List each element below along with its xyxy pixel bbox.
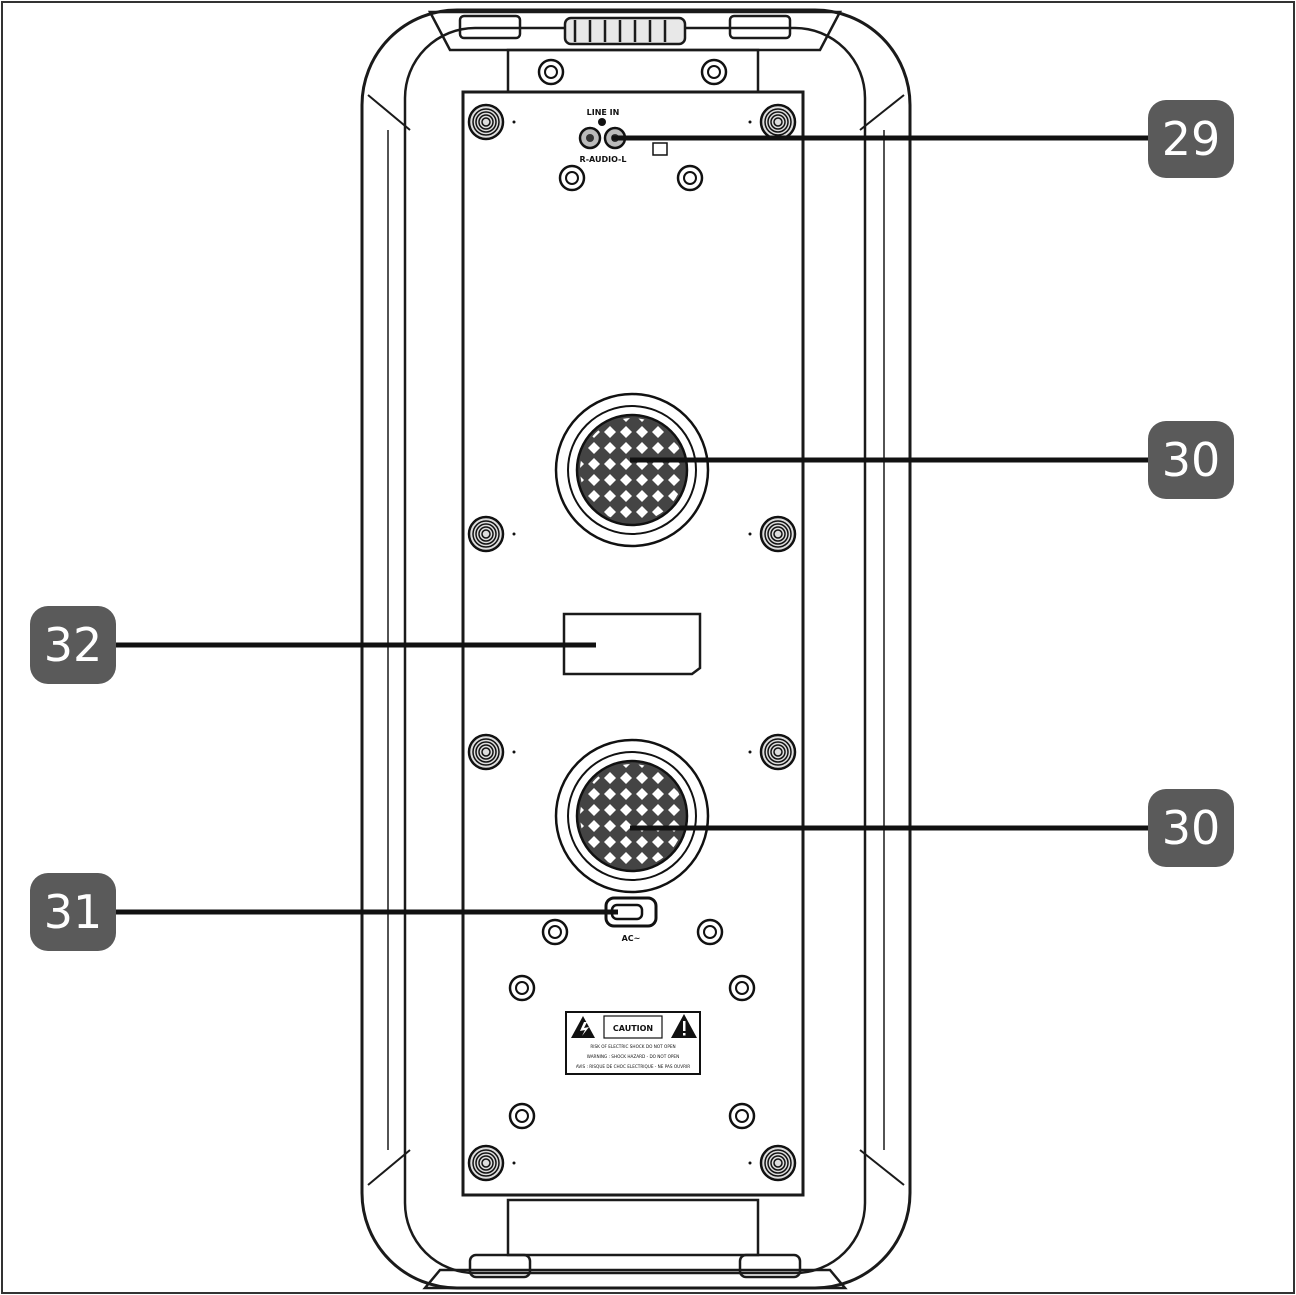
ac-inlet: AC~ xyxy=(604,896,658,943)
small-screw xyxy=(541,918,569,946)
housing-corner-tl xyxy=(367,94,411,131)
caution-word: CAUTION xyxy=(613,1024,653,1033)
line-in-jacks: LINE IN R-AUDIO-L xyxy=(578,108,668,164)
screw-hole xyxy=(748,103,797,141)
small-screw xyxy=(508,974,536,1002)
warning-line-2: WARNING : SHOCK HAZARD - DO NOT OPEN xyxy=(587,1054,679,1059)
callout-32-label: 32 xyxy=(44,618,103,672)
small-screw xyxy=(728,1102,756,1130)
screw-hole xyxy=(748,1144,797,1182)
small-screw xyxy=(696,918,724,946)
small-screw xyxy=(537,58,565,86)
line-in-indicator xyxy=(598,118,606,126)
small-switch xyxy=(652,142,668,156)
screw-hole xyxy=(748,515,797,553)
warning-line-1: RISK OF ELECTRIC SHOCK DO NOT OPEN xyxy=(590,1044,675,1049)
screw-hole xyxy=(467,1144,516,1182)
bass-ports xyxy=(554,392,710,894)
small-screw xyxy=(728,974,756,1002)
screw-hole xyxy=(467,515,516,553)
bass-port xyxy=(554,738,710,894)
top-handle xyxy=(427,10,843,94)
screw-hole xyxy=(467,733,516,771)
label-plate xyxy=(562,612,702,676)
callout-32: 32 xyxy=(30,606,116,684)
housing-corner-bl xyxy=(367,1149,411,1186)
audio-label: R-AUDIO-L xyxy=(580,155,627,164)
callout-29: 29 xyxy=(1148,100,1234,178)
callout-31: 31 xyxy=(30,873,116,951)
bass-port xyxy=(554,392,710,548)
callout-30a: 30 xyxy=(1148,421,1234,499)
small-screw xyxy=(676,164,704,192)
screw-hole xyxy=(467,103,516,141)
callout-30a-label: 30 xyxy=(1162,433,1221,487)
small-screw xyxy=(558,164,586,192)
ac-label: AC~ xyxy=(622,934,641,943)
small-screw xyxy=(508,1102,536,1130)
line-in-label: LINE IN xyxy=(587,108,620,117)
callout-29-label: 29 xyxy=(1162,112,1221,166)
housing-corner-tr xyxy=(859,94,905,131)
callout-30b: 30 xyxy=(1148,789,1234,867)
screw-hole xyxy=(748,733,797,771)
warning-line-3: AVIS : RISQUE DE CHOC ELECTRIQUE - NE PA… xyxy=(576,1064,690,1069)
callout-30b-label: 30 xyxy=(1162,801,1221,855)
small-screw xyxy=(700,58,728,86)
small-screws xyxy=(508,58,756,1130)
housing-corner-br xyxy=(859,1149,905,1186)
callout-31-label: 31 xyxy=(44,885,103,939)
leader-lines xyxy=(110,135,1150,915)
bottom-base xyxy=(422,1198,848,1290)
warning-label: CAUTION RISK OF ELECTRIC SHOCK DO NOT OP… xyxy=(565,1011,701,1075)
